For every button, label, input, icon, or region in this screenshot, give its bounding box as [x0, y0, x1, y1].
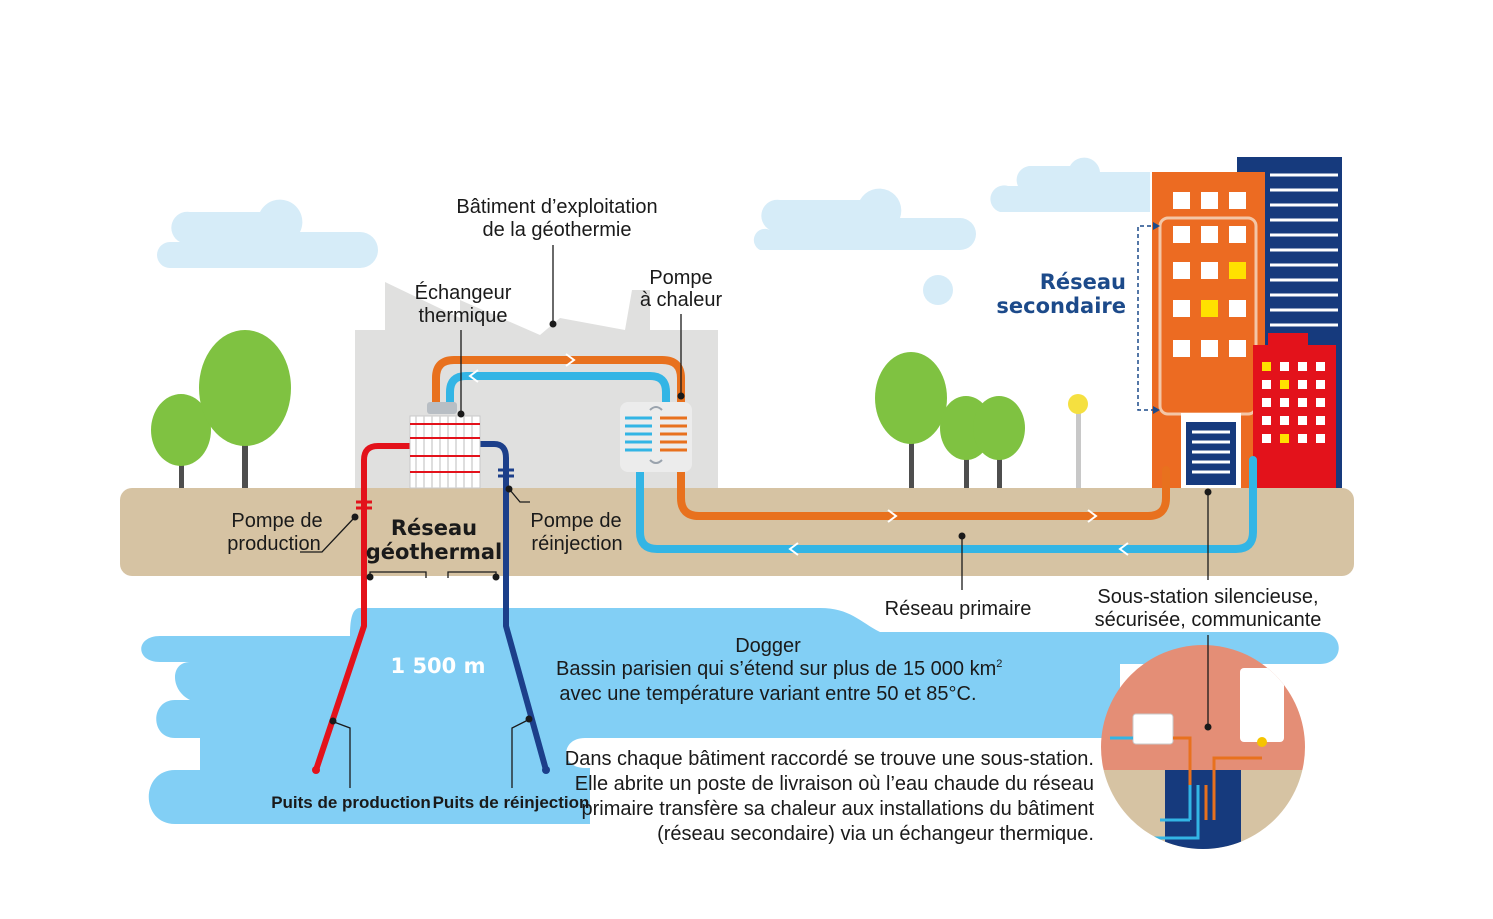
label-exchanger-2: thermique	[419, 305, 508, 327]
label-reinjection-pump: Pompe de	[530, 510, 621, 532]
label-depth: 1 500 m	[391, 654, 486, 678]
dogger-superscript: 2	[996, 658, 1002, 670]
label-heat-pump: Pompe	[649, 267, 712, 289]
flow-arrows	[468, 353, 1129, 556]
description-line2: Elle abrite un poste de livraison où l’e…	[575, 773, 1094, 795]
label-primary-network: Réseau primaire	[885, 598, 1032, 620]
production-pipe	[313, 443, 410, 771]
production-pump	[356, 500, 372, 510]
trees-middle	[875, 352, 1025, 488]
label-secondary-network: Réseau	[1040, 270, 1126, 294]
label-reinjection-well: Puits de réinjection	[433, 793, 590, 812]
aquifer	[141, 608, 1339, 824]
label-secondary-network-2: secondaire	[996, 294, 1126, 318]
cold-pipe	[446, 372, 1257, 553]
ground	[120, 488, 1354, 576]
cloud-left	[157, 199, 378, 268]
dogger-line1-text: Bassin parisien qui s’étend sur plus de …	[556, 658, 996, 680]
leader-lines	[300, 245, 1212, 788]
substation-box	[1181, 413, 1241, 490]
label-building: Bâtiment d’exploitation	[456, 196, 657, 218]
thermal-exchanger	[409, 402, 481, 489]
label-dogger-line1: Bassin parisien qui s’étend sur plus de …	[556, 658, 1002, 680]
description-line1: Dans chaque bâtiment raccordé se trouve …	[565, 748, 1094, 770]
label-exchanger: Échangeur	[415, 281, 512, 304]
label-production-pump: Pompe de	[231, 510, 322, 532]
label-heat-pump-2: à chaleur	[640, 289, 723, 311]
heat-pump	[620, 402, 692, 472]
cloud-small	[923, 275, 953, 305]
label-production-well: Puits de production	[271, 793, 431, 812]
cloud-middle	[753, 188, 976, 250]
secondary-network-bracket	[1137, 225, 1158, 411]
description-line4: (réseau secondaire) via un échangeur the…	[657, 823, 1094, 845]
label-production-pump-2: production	[227, 533, 320, 555]
clouds	[157, 157, 1150, 305]
trees-left	[151, 330, 291, 488]
label-building-2: de la géothermie	[483, 219, 632, 241]
cloud-right	[990, 157, 1150, 212]
reinjection-pipe	[478, 441, 549, 771]
substation-detail	[1101, 645, 1305, 849]
label-dogger-title: Dogger	[735, 635, 801, 657]
tower-red	[1253, 333, 1336, 488]
label-geothermal-network-2: géothermal	[366, 540, 503, 564]
label-substation-2: sécurisée, communicante	[1095, 609, 1322, 631]
label-geothermal-network: Réseau	[391, 516, 477, 540]
street-lamp	[1068, 394, 1088, 488]
label-substation: Sous-station silencieuse,	[1097, 586, 1318, 608]
reinjection-pump	[498, 468, 514, 478]
description-line3: primaire transfère sa chaleur aux instal…	[582, 798, 1095, 820]
label-reinjection-pump-2: réinjection	[531, 533, 622, 555]
label-dogger-line2: avec une température variant entre 50 et…	[559, 683, 976, 705]
